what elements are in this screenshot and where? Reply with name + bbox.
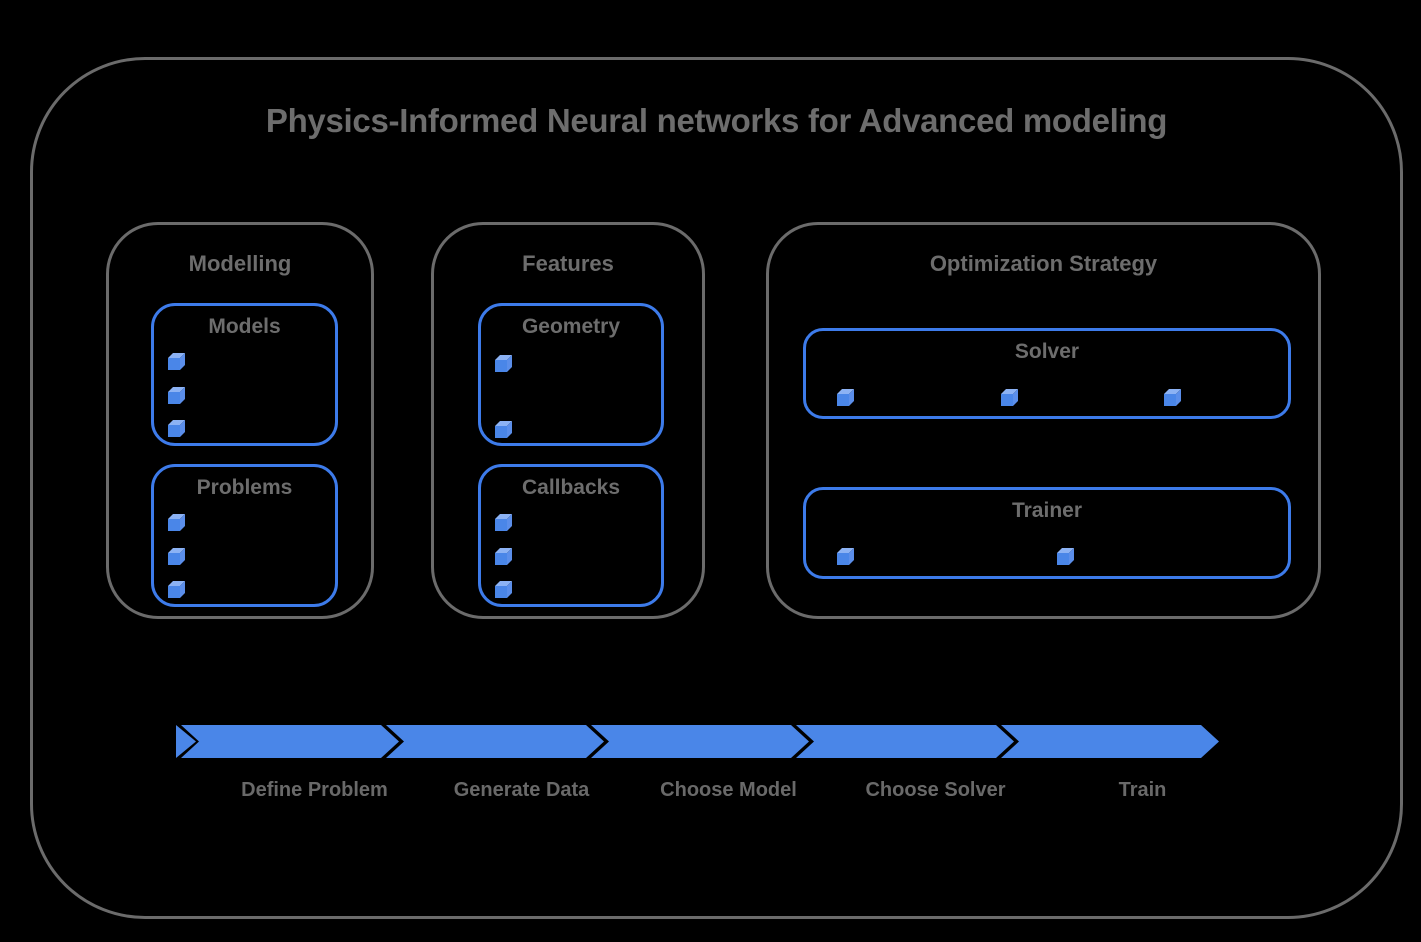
cube-bullet-icon [495,581,512,598]
process-flow-labels: Define Problem Generate Data Choose Mode… [211,779,1246,802]
cube-bullet-icon [168,514,185,531]
box-solver-bullets [837,389,1181,406]
group-modelling: Modelling Models Problems [106,222,374,619]
box-models-title: Models [208,315,281,338]
box-models-bullets [168,353,185,437]
box-problems: Problems [151,464,338,607]
box-callbacks: Callbacks [478,464,664,607]
box-geometry: Geometry [478,303,664,446]
page-title: Physics-Informed Neural networks for Adv… [265,102,1168,139]
box-trainer-title: Trainer [1011,499,1083,522]
flow-step-label: Generate Data [453,779,590,801]
flow-step-label: Choose Model [660,779,797,801]
box-models: Models [151,303,338,446]
box-problems-bullets [168,514,185,598]
flow-arrow-segment-5 [1001,725,1219,758]
group-optimization-strategy: Optimization Strategy Solver Trainer [766,222,1321,619]
box-solver-title: Solver [1014,340,1080,363]
cube-bullet-icon [837,389,854,406]
group-features: Features Geometry Callbacks [431,222,705,619]
box-solver: Solver [803,328,1291,419]
flow-step-label: Define Problem [241,779,388,801]
cube-bullet-icon [495,547,512,565]
cube-bullet-icon [495,355,512,372]
group-modelling-title: Modelling [188,251,292,276]
cube-bullet-icon [168,353,185,370]
cube-bullet-icon [168,420,185,437]
flow-arrow-segment-1 [181,725,399,758]
cube-bullet-icon [168,386,185,404]
group-features-title: Features [522,251,614,276]
flow-step-label: Choose Solver [865,779,1006,801]
cube-bullet-icon [495,421,512,438]
group-optimization-title: Optimization Strategy [929,251,1158,276]
cube-bullet-icon [168,547,185,565]
box-problems-title: Problems [196,476,293,499]
box-callbacks-title: Callbacks [521,476,621,499]
flow-step-label: Train [1118,779,1167,801]
cube-bullet-icon [1000,389,1018,406]
cube-bullet-icon [168,581,185,598]
process-flow [176,725,1219,758]
box-callbacks-bullets [495,514,512,598]
flow-arrow-segment-4 [796,725,1014,758]
box-geometry-bullets [495,355,512,438]
cube-bullet-icon [1057,548,1074,565]
box-geometry-title: Geometry [521,315,621,338]
flow-arrow-segment-3 [591,725,809,758]
cube-bullet-icon [495,514,512,531]
flow-arrow-segment-2 [386,725,604,758]
box-trainer-bullets [837,548,1074,565]
cube-bullet-icon [1164,389,1181,406]
diagram-container: Physics-Informed Neural networks for Adv… [30,57,1403,919]
cube-bullet-icon [837,548,854,565]
box-trainer: Trainer [803,487,1291,579]
